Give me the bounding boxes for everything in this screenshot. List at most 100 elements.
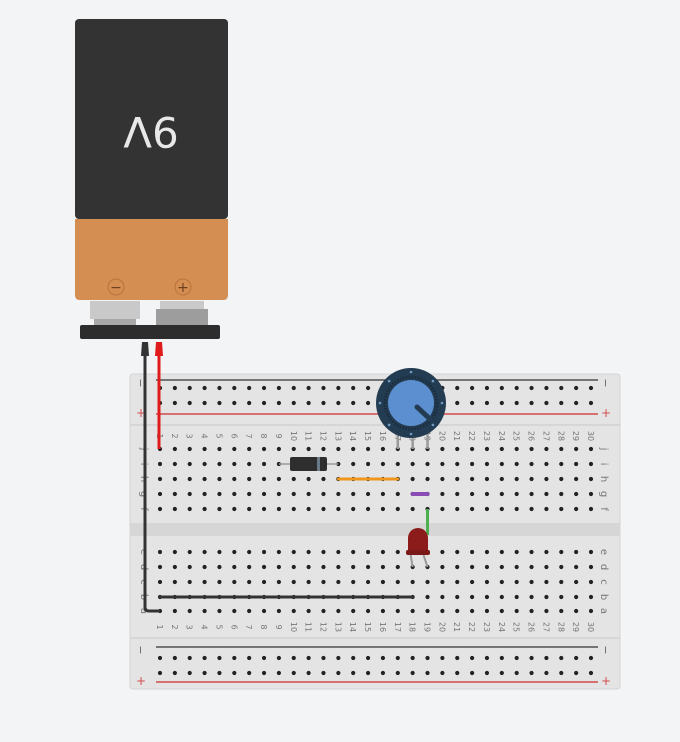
breadboard-hole[interactable] <box>410 461 415 467</box>
breadboard-hole[interactable] <box>470 579 475 585</box>
breadboard-hole[interactable] <box>336 506 341 512</box>
breadboard-hole[interactable] <box>588 446 594 452</box>
rail-hole[interactable] <box>440 670 445 676</box>
breadboard-hole[interactable] <box>351 579 356 585</box>
breadboard-hole[interactable] <box>365 446 371 452</box>
breadboard-hole[interactable] <box>321 491 326 497</box>
breadboard-hole[interactable] <box>529 476 534 482</box>
breadboard-hole[interactable] <box>157 506 163 512</box>
breadboard-hole[interactable] <box>529 446 534 452</box>
breadboard-hole[interactable] <box>365 506 371 512</box>
breadboard-hole[interactable] <box>351 564 356 570</box>
breadboard-hole[interactable] <box>336 491 341 497</box>
breadboard-hole[interactable] <box>276 564 281 570</box>
breadboard-hole[interactable] <box>187 446 192 452</box>
breadboard-hole[interactable] <box>217 491 222 497</box>
breadboard-hole[interactable] <box>470 461 475 467</box>
rail-hole[interactable] <box>321 670 326 676</box>
rail-hole[interactable] <box>544 655 549 661</box>
breadboard-hole[interactable] <box>529 608 534 614</box>
rail-hole[interactable] <box>455 670 460 676</box>
rail-hole[interactable] <box>529 400 534 406</box>
rail-hole[interactable] <box>365 655 371 661</box>
breadboard-hole[interactable] <box>425 579 430 585</box>
breadboard-hole[interactable] <box>514 476 519 482</box>
breadboard-hole[interactable] <box>217 461 222 467</box>
breadboard-hole[interactable] <box>544 549 549 555</box>
rail-hole[interactable] <box>559 385 564 391</box>
breadboard-hole[interactable] <box>484 549 490 555</box>
breadboard-hole[interactable] <box>410 579 415 585</box>
breadboard-hole[interactable] <box>440 476 445 482</box>
breadboard-hole[interactable] <box>172 549 177 555</box>
breadboard-hole[interactable] <box>232 608 237 614</box>
battery-negative-terminal[interactable] <box>90 301 140 319</box>
rail-hole[interactable] <box>514 655 519 661</box>
rail-hole[interactable] <box>499 670 504 676</box>
rail-hole[interactable] <box>276 655 281 661</box>
breadboard-hole[interactable] <box>380 608 386 614</box>
breadboard-hole[interactable] <box>261 579 267 585</box>
rail-hole[interactable] <box>365 670 371 676</box>
breadboard-hole[interactable] <box>247 564 252 570</box>
breadboard-hole[interactable] <box>440 446 445 452</box>
breadboard-hole[interactable] <box>172 608 177 614</box>
breadboard-hole[interactable] <box>484 446 490 452</box>
rail-hole[interactable] <box>247 385 252 391</box>
breadboard-hole[interactable] <box>574 506 579 512</box>
breadboard-hole[interactable] <box>574 579 579 585</box>
rail-hole[interactable] <box>410 670 415 676</box>
breadboard-hole[interactable] <box>380 579 386 585</box>
breadboard-hole[interactable] <box>574 564 579 570</box>
breadboard-hole[interactable] <box>559 476 564 482</box>
rail-hole[interactable] <box>291 385 296 391</box>
breadboard-hole[interactable] <box>291 549 296 555</box>
breadboard-hole[interactable] <box>559 564 564 570</box>
breadboard-hole[interactable] <box>544 446 549 452</box>
rail-hole[interactable] <box>395 670 400 676</box>
rail-hole[interactable] <box>232 670 237 676</box>
rail-hole[interactable] <box>425 670 430 676</box>
breadboard-hole[interactable] <box>202 549 207 555</box>
breadboard-hole[interactable] <box>559 446 564 452</box>
breadboard-hole[interactable] <box>232 476 237 482</box>
breadboard-hole[interactable] <box>172 446 177 452</box>
battery-positive-terminal[interactable] <box>160 301 204 311</box>
rail-hole[interactable] <box>365 385 371 391</box>
breadboard-hole[interactable] <box>544 594 549 600</box>
breadboard-hole[interactable] <box>351 549 356 555</box>
breadboard-hole[interactable] <box>351 446 356 452</box>
breadboard-hole[interactable] <box>559 608 564 614</box>
breadboard-hole[interactable] <box>544 461 549 467</box>
breadboard-hole[interactable] <box>232 491 237 497</box>
rail-hole[interactable] <box>336 385 341 391</box>
breadboard-hole[interactable] <box>291 446 296 452</box>
breadboard-hole[interactable] <box>380 564 386 570</box>
breadboard-hole[interactable] <box>380 461 386 467</box>
rail-hole[interactable] <box>336 400 341 406</box>
rail-hole[interactable] <box>202 655 207 661</box>
breadboard-hole[interactable] <box>217 476 222 482</box>
rail-hole[interactable] <box>529 655 534 661</box>
breadboard-hole[interactable] <box>157 476 163 482</box>
breadboard-hole[interactable] <box>261 506 267 512</box>
rail-hole[interactable] <box>455 400 460 406</box>
rail-hole[interactable] <box>351 400 356 406</box>
breadboard-hole[interactable] <box>380 491 386 497</box>
breadboard-hole[interactable] <box>544 608 549 614</box>
red-led[interactable] <box>408 528 428 552</box>
breadboard-hole[interactable] <box>172 506 177 512</box>
breadboard-hole[interactable] <box>499 564 504 570</box>
rail-hole[interactable] <box>410 655 415 661</box>
rail-hole[interactable] <box>232 655 237 661</box>
breadboard-hole[interactable] <box>588 506 594 512</box>
breadboard-hole[interactable] <box>202 476 207 482</box>
breadboard-hole[interactable] <box>529 491 534 497</box>
breadboard-hole[interactable] <box>202 491 207 497</box>
breadboard-hole[interactable] <box>336 549 341 555</box>
breadboard-hole[interactable] <box>336 564 341 570</box>
breadboard-hole[interactable] <box>499 491 504 497</box>
breadboard-hole[interactable] <box>574 549 579 555</box>
breadboard-hole[interactable] <box>470 564 475 570</box>
rail-hole[interactable] <box>395 655 400 661</box>
